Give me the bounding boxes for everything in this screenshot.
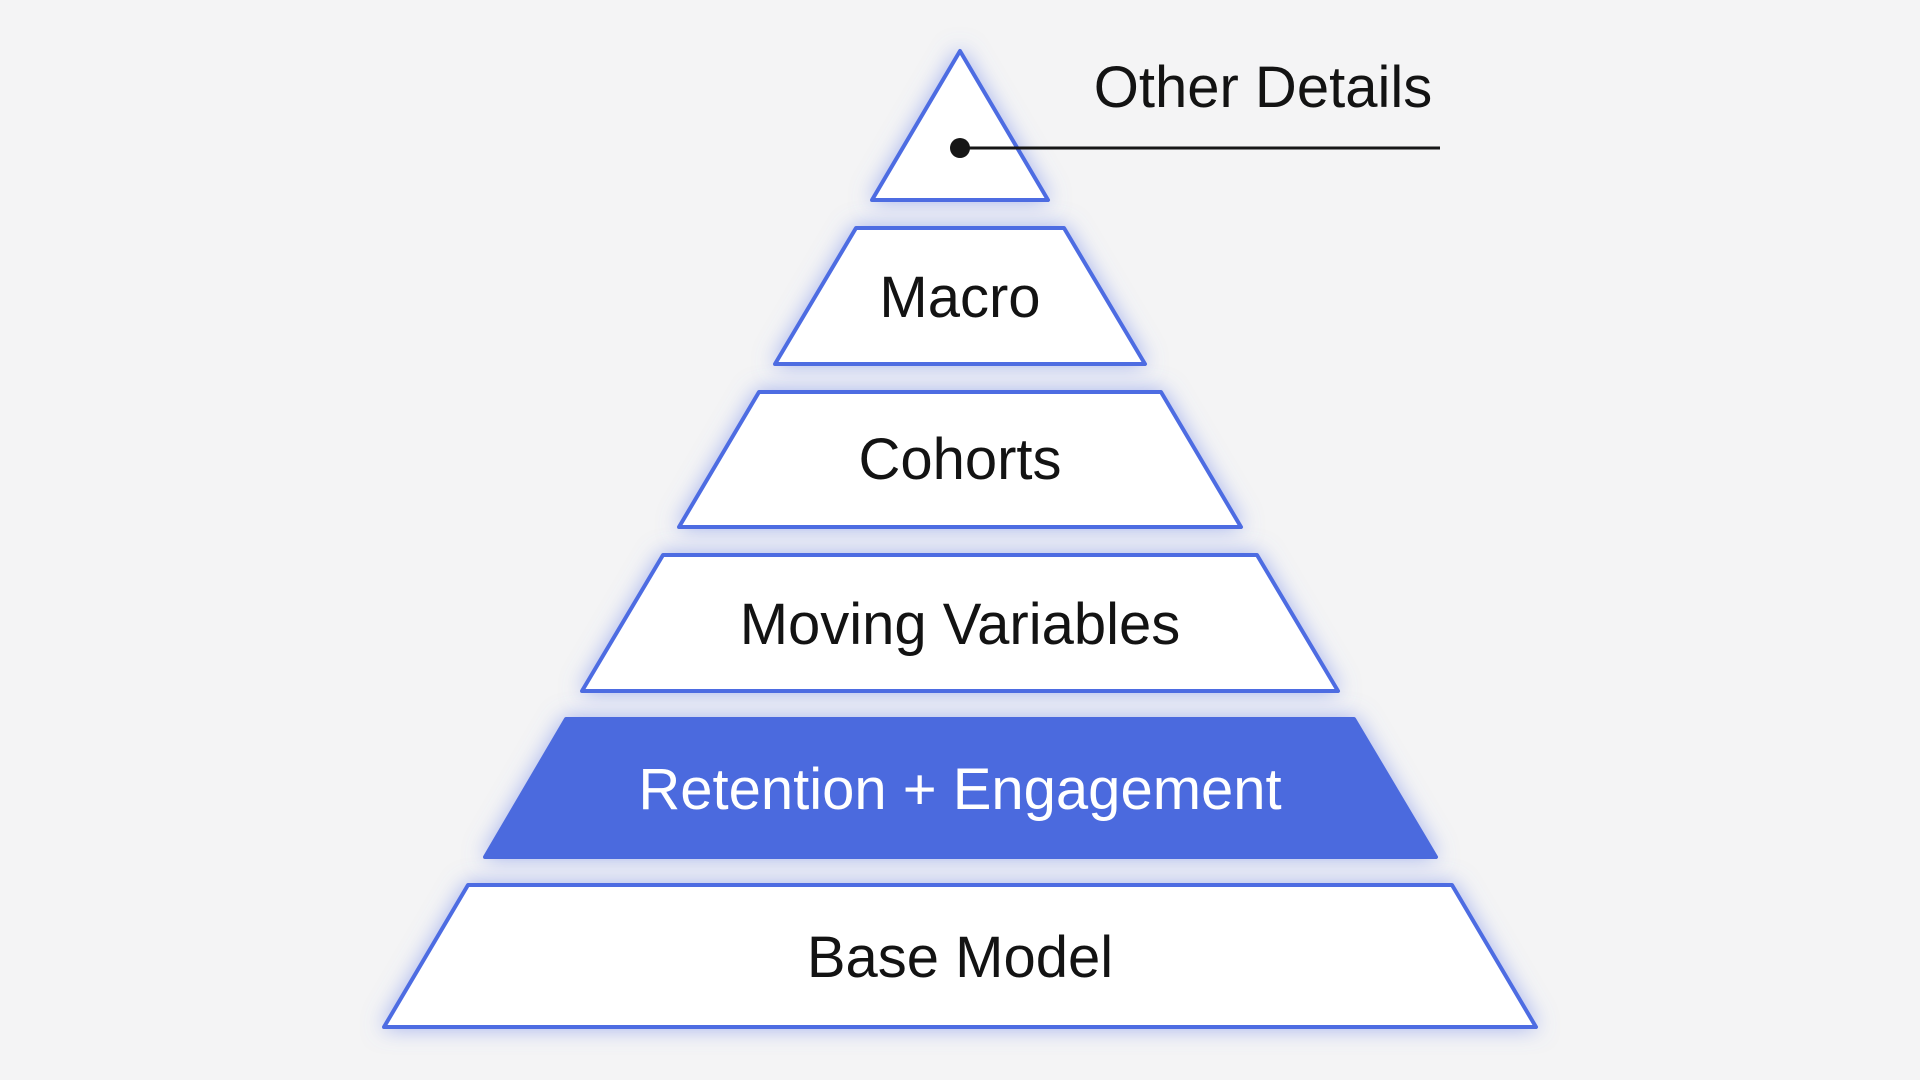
pyramid-level-moving-variables bbox=[580, 553, 1340, 693]
pyramid-level-cohorts bbox=[677, 390, 1243, 529]
callout-dot bbox=[950, 138, 970, 158]
pyramid-level-top bbox=[870, 49, 1050, 202]
callout-label: Other Details bbox=[1094, 55, 1432, 120]
label-cohorts: Cohorts bbox=[858, 427, 1061, 492]
pyramid-level-macro bbox=[773, 226, 1147, 366]
label-moving-variables: Moving Variables bbox=[740, 592, 1181, 657]
pyramid-level-retention-engagement bbox=[483, 717, 1438, 859]
label-base-model: Base Model bbox=[807, 925, 1113, 990]
pyramid-level-base-model bbox=[382, 883, 1538, 1029]
label-retention-engagement: Retention + Engagement bbox=[638, 757, 1281, 822]
label-macro: Macro bbox=[879, 265, 1040, 330]
